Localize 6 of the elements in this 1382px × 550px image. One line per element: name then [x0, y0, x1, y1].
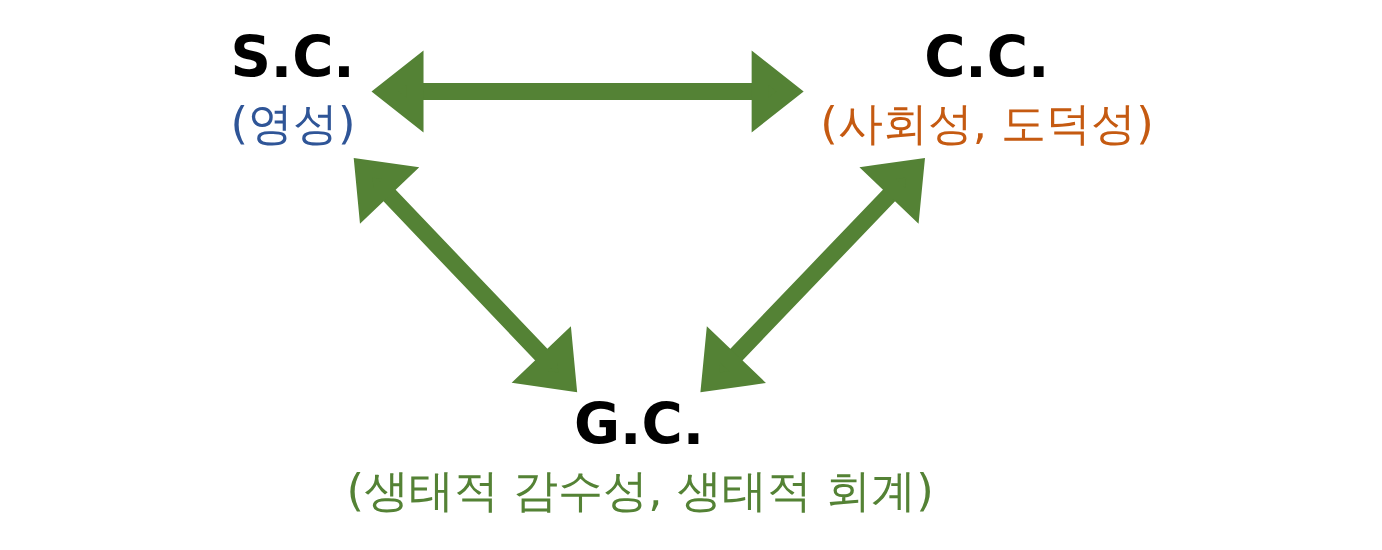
arrow — [371, 50, 804, 133]
node-text: C.C. (사회성, 도덕성) — [819, 24, 1154, 150]
arrow — [353, 157, 577, 393]
arrow — [699, 157, 925, 393]
node-text: S.C. (영성) — [229, 24, 355, 150]
node-text: G.C. (생태적 감수성, 생태적 회계) — [345, 391, 934, 517]
